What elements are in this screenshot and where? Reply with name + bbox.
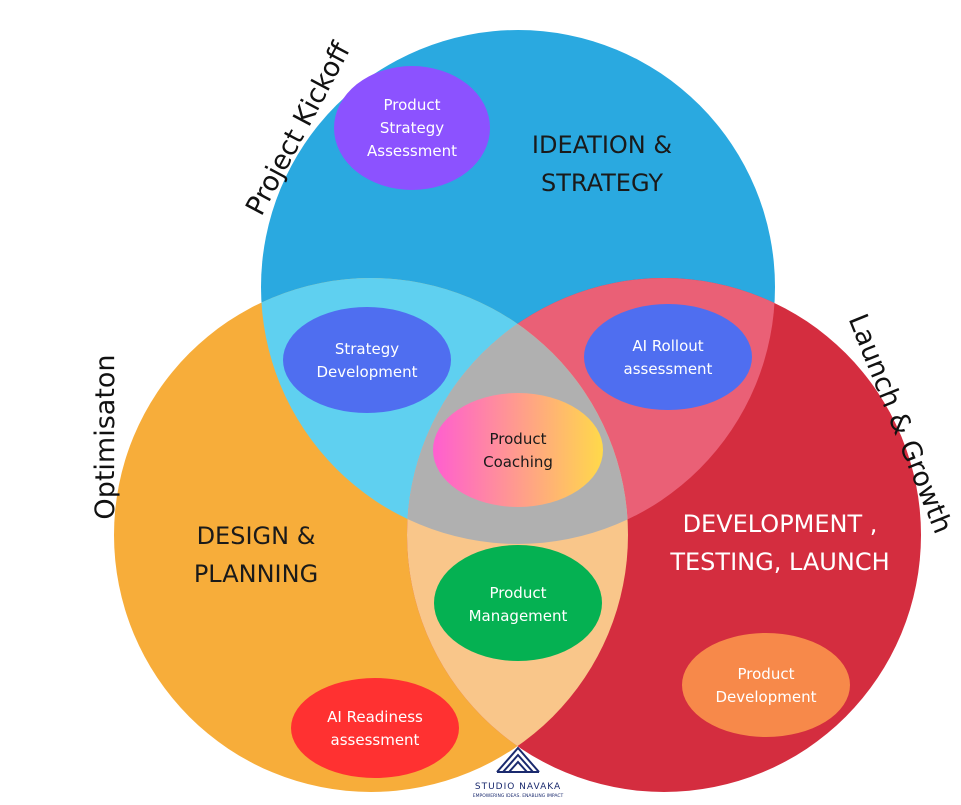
ai-readiness-line2: assessment [331, 731, 420, 749]
product-coaching-line1: Product [490, 430, 547, 448]
product-management-ellipse [434, 545, 602, 661]
product-coaching-ellipse [433, 393, 603, 507]
product-development-ellipse [682, 633, 850, 737]
ideation-title-line2: STRATEGY [541, 169, 663, 197]
product-strategy-assessment-ellipse [334, 66, 490, 190]
product-development-line1: Product [738, 665, 795, 683]
ai-rollout-line1: AI Rollout [632, 337, 703, 355]
side-label-optimisation: Optimisaton [90, 354, 121, 519]
strategy-development-line1: Strategy [335, 340, 399, 358]
product-strategy-line2: Strategy [380, 119, 444, 137]
product-coaching-line2: Coaching [483, 453, 553, 471]
ideation-title-line1: IDEATION & [532, 131, 672, 159]
product-management-line2: Management [469, 607, 568, 625]
development-title-line2: TESTING, LAUNCH [669, 548, 889, 576]
navaka-mountain-icon [496, 746, 540, 773]
logo-name: STUDIO NAVAKA [475, 782, 561, 792]
product-development-line2: Development [716, 688, 817, 706]
ai-rollout-assessment-ellipse [584, 304, 752, 410]
ai-readiness-line1: AI Readiness [327, 708, 423, 726]
product-management-line1: Product [490, 584, 547, 602]
design-title-line1: DESIGN & [197, 522, 316, 550]
product-strategy-line1: Product [384, 96, 441, 114]
product-strategy-line3: Assessment [367, 142, 457, 160]
development-title-line1: DEVELOPMENT , [683, 510, 878, 538]
strategy-development-line2: Development [317, 363, 418, 381]
design-title-line2: PLANNING [194, 560, 318, 588]
ai-rollout-line2: assessment [624, 360, 713, 378]
ai-readiness-assessment-ellipse [291, 678, 459, 778]
strategy-development-ellipse [283, 307, 451, 413]
logo-tagline: EMPOWERING IDEAS. ENABLING IMPACT [473, 793, 564, 799]
